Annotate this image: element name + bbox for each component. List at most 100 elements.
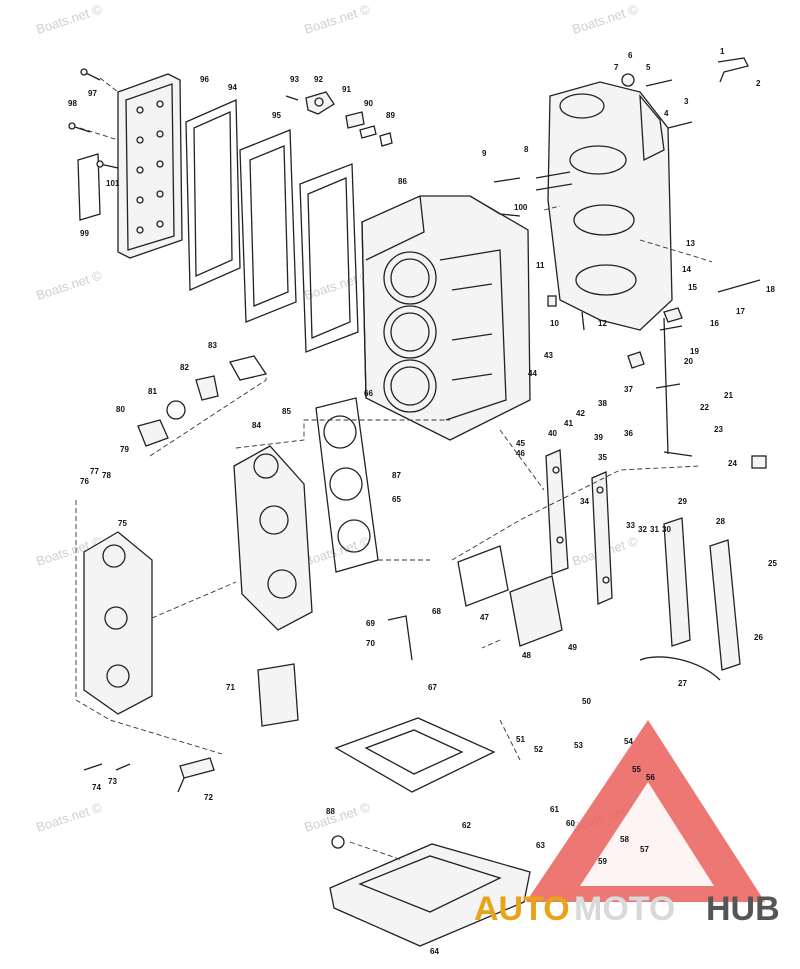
callout-101: 101 [106, 179, 120, 188]
callout-53: 53 [574, 741, 583, 750]
logo-text-auto: AUTO [474, 890, 570, 928]
watermark-11: Boats.net © [302, 799, 372, 834]
callout-7: 7 [614, 63, 619, 72]
watermark-3: Boats.net © [570, 1, 640, 36]
bolts-97-98-101[interactable] [68, 68, 119, 169]
transfer-cover-40[interactable] [545, 449, 569, 575]
callout-93: 93 [290, 75, 299, 84]
watermark-1: Boats.net © [34, 1, 104, 36]
watermark-2: Boats.net © [302, 1, 372, 36]
cylinder-head-84[interactable] [233, 445, 313, 631]
callout-49: 49 [568, 643, 577, 652]
callout-90: 90 [364, 99, 373, 108]
callout-39: 39 [594, 433, 603, 442]
callout-95: 95 [272, 111, 281, 120]
thermostat-81-82-83[interactable] [137, 355, 268, 447]
callout-59: 59 [598, 857, 607, 866]
callout-30: 30 [662, 525, 671, 534]
callout-62: 62 [462, 821, 471, 830]
callout-97: 97 [88, 89, 97, 98]
assembly-lines [75, 77, 713, 861]
callout-38: 38 [598, 399, 607, 408]
callout-layer: 1234567891011121314151617181920212223242… [68, 47, 777, 956]
cylinder-block-86[interactable] [361, 195, 531, 441]
callout-26: 26 [754, 633, 763, 642]
bracket-1[interactable] [717, 57, 749, 83]
adapter-plate-64[interactable] [329, 835, 531, 947]
callout-25: 25 [768, 559, 777, 568]
callout-36: 36 [624, 429, 633, 438]
callout-11: 11 [536, 261, 545, 270]
callout-31: 31 [650, 525, 659, 534]
watermark-8: Boats.net © [302, 533, 372, 568]
callout-89: 89 [386, 111, 395, 120]
callout-14: 14 [682, 265, 691, 274]
exhaust-cover-29[interactable] [663, 517, 691, 647]
callout-94: 94 [228, 83, 237, 92]
callout-44: 44 [528, 369, 537, 378]
callout-82: 82 [180, 363, 189, 372]
callout-63: 63 [536, 841, 545, 850]
water-jacket-cover-75[interactable] [83, 531, 153, 715]
watermark-5: Boats.net © [302, 267, 372, 302]
callout-17: 17 [736, 307, 745, 316]
callout-57: 57 [640, 845, 649, 854]
callout-92: 92 [314, 75, 323, 84]
callout-19: 19 [690, 347, 699, 356]
callout-96: 96 [200, 75, 209, 84]
callout-8: 8 [524, 145, 529, 154]
cylinder-head-cover[interactable] [117, 73, 183, 259]
callout-83: 83 [208, 341, 217, 350]
cover-plate-95[interactable] [239, 129, 297, 323]
callout-5: 5 [646, 63, 651, 72]
callout-21: 21 [724, 391, 733, 400]
callout-40: 40 [548, 429, 557, 438]
callout-78: 78 [102, 471, 111, 480]
callout-9: 9 [482, 149, 487, 158]
callout-88: 88 [326, 807, 335, 816]
gasket-47[interactable] [457, 545, 509, 607]
fitting-72[interactable] [177, 757, 215, 793]
cover-gasket-94b[interactable] [299, 163, 359, 353]
crankcase-cover[interactable] [547, 81, 673, 331]
callout-81: 81 [148, 387, 157, 396]
callout-52: 52 [534, 745, 543, 754]
callout-4: 4 [664, 109, 669, 118]
callout-91: 91 [342, 85, 351, 94]
bottom-left-bolts[interactable] [83, 763, 131, 771]
exhaust-plate-66[interactable] [334, 717, 496, 793]
callout-72: 72 [204, 793, 213, 802]
callout-12: 12 [598, 319, 607, 328]
callout-61: 61 [550, 805, 559, 814]
callout-71: 71 [226, 683, 235, 692]
callout-54: 54 [624, 737, 633, 746]
callout-60: 60 [566, 819, 575, 828]
cover-gasket-94[interactable] [185, 99, 241, 291]
callout-98: 98 [68, 99, 77, 108]
callout-41: 41 [564, 419, 573, 428]
throttle-linkage[interactable] [627, 307, 767, 469]
logo-text-hub: HUB [706, 890, 780, 928]
callout-56: 56 [646, 773, 655, 782]
callout-20: 20 [684, 357, 693, 366]
callout-48: 48 [522, 651, 531, 660]
callout-74: 74 [92, 783, 101, 792]
transfer-cover-35[interactable] [591, 471, 613, 605]
callout-70: 70 [366, 639, 375, 648]
bracket-70[interactable] [387, 615, 413, 661]
callout-76: 76 [80, 477, 89, 486]
callout-51: 51 [516, 735, 525, 744]
callout-79: 79 [120, 445, 129, 454]
crankcase-bolts[interactable] [493, 73, 761, 331]
reed-block-48[interactable] [509, 575, 563, 647]
decal-99 [77, 153, 101, 221]
hose-27[interactable] [639, 656, 721, 681]
exhaust-cover-28[interactable] [709, 539, 741, 671]
callout-46: 46 [516, 449, 525, 458]
logo-text-moto: MOTO [574, 890, 675, 928]
callout-69: 69 [366, 619, 375, 628]
thermostat-cover-92[interactable] [285, 91, 393, 147]
callout-75: 75 [118, 519, 127, 528]
callout-68: 68 [432, 607, 441, 616]
